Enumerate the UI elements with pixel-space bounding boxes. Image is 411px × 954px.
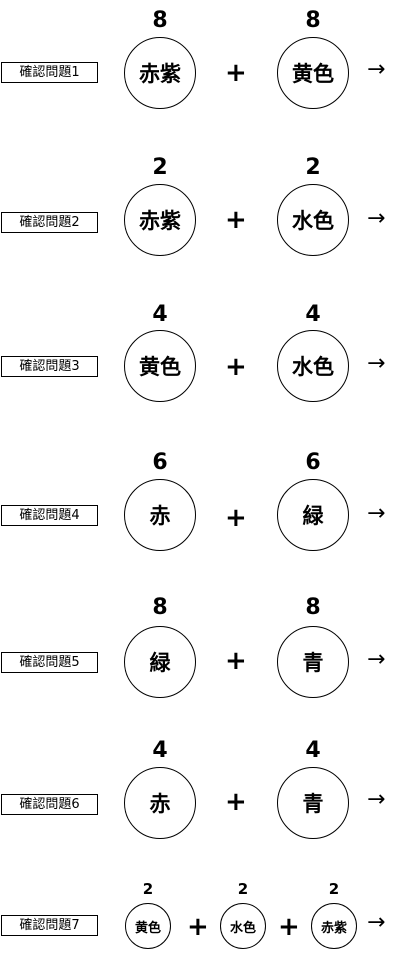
arrow-icon: → (367, 501, 386, 526)
question-label: 確認問題5 (1, 652, 98, 673)
item-1-count: 2 (142, 880, 154, 898)
plus-sign: + (225, 58, 247, 88)
arrow-icon: → (367, 57, 386, 82)
item-1-color-circle: 黄色 (125, 903, 171, 949)
item-3-count: 2 (328, 880, 340, 898)
question-label: 確認問題2 (1, 212, 98, 233)
plus-sign: + (225, 503, 247, 533)
left-count: 4 (152, 738, 168, 763)
plus-sign: + (225, 352, 247, 382)
question-label: 確認問題7 (1, 915, 98, 936)
plus-sign: + (225, 646, 247, 676)
plus-sign-1: + (187, 912, 209, 942)
left-count: 2 (152, 155, 168, 180)
question-label: 確認問題6 (1, 794, 98, 815)
question-label: 確認問題3 (1, 356, 98, 377)
question-label: 確認問題4 (1, 505, 98, 526)
left-color-circle: 赤 (124, 767, 196, 839)
right-count: 6 (305, 450, 321, 475)
right-count: 8 (305, 595, 321, 620)
right-color-circle: 水色 (277, 184, 349, 256)
left-count: 6 (152, 450, 168, 475)
right-color-circle: 水色 (277, 330, 349, 402)
right-count: 8 (305, 8, 321, 33)
left-count: 8 (152, 8, 168, 33)
left-count: 4 (152, 302, 168, 327)
left-color-circle: 赤紫 (124, 184, 196, 256)
plus-sign-2: + (278, 912, 300, 942)
arrow-icon: → (367, 787, 386, 812)
left-color-circle: 赤 (124, 479, 196, 551)
right-color-circle: 青 (277, 626, 349, 698)
item-3-color-circle: 赤紫 (311, 903, 357, 949)
left-count: 8 (152, 595, 168, 620)
right-color-circle: 黄色 (277, 37, 349, 109)
right-count: 4 (305, 302, 321, 327)
arrow-icon: → (367, 910, 386, 935)
item-2-color-circle: 水色 (220, 903, 266, 949)
right-color-circle: 緑 (277, 479, 349, 551)
left-color-circle: 黄色 (124, 330, 196, 402)
arrow-icon: → (367, 351, 386, 376)
arrow-icon: → (367, 206, 386, 231)
left-color-circle: 赤紫 (124, 37, 196, 109)
left-color-circle: 緑 (124, 626, 196, 698)
plus-sign: + (225, 787, 247, 817)
arrow-icon: → (367, 647, 386, 672)
right-count: 2 (305, 155, 321, 180)
item-2-count: 2 (237, 880, 249, 898)
plus-sign: + (225, 205, 247, 235)
right-count: 4 (305, 738, 321, 763)
right-color-circle: 青 (277, 767, 349, 839)
question-label: 確認問題1 (1, 62, 98, 83)
